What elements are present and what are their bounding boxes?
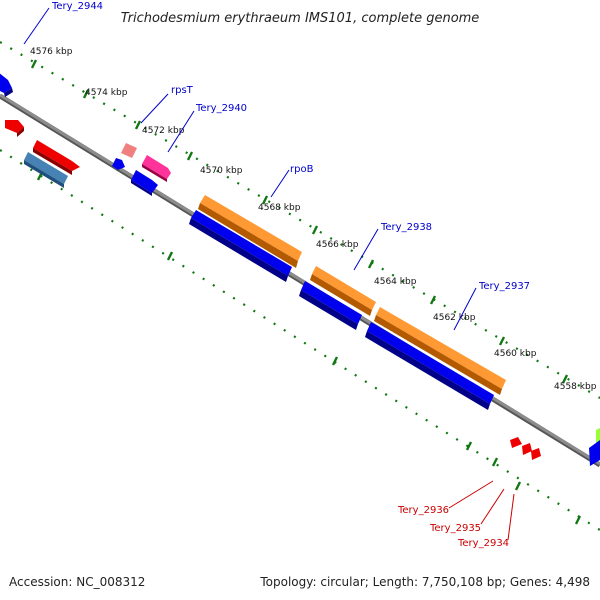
gene-label-tery2934: Tery_2934: [457, 538, 509, 549]
gene-bar-shadow: [299, 290, 358, 330]
leader-line: [140, 93, 169, 124]
gene-arrow: [131, 170, 158, 193]
gene-bar: [200, 195, 302, 261]
gene-block: [24, 152, 68, 184]
tick-label: 4558 kbp: [554, 382, 597, 392]
gene-bar: [191, 210, 292, 276]
gene-bar: [312, 266, 376, 310]
gene-features: [0, 73, 600, 466]
tick-mark: [561, 374, 569, 384]
gene-bar-shadow: [374, 315, 502, 395]
gene-arrow: [522, 443, 532, 455]
gene-label-tery2944: Tery_2944: [51, 1, 103, 12]
map-title: Trichodesmium erythraeum IMS101, complet…: [121, 11, 480, 26]
gene-bar: [376, 307, 506, 389]
tick-mark: [367, 259, 375, 269]
leader-line: [167, 110, 195, 153]
tick-label: 4576 kbp: [30, 47, 73, 57]
gene-arrow-shadow: [33, 148, 72, 175]
gene-bar-shadow: [310, 274, 372, 316]
outer-ruler-dots: [0, 41, 600, 399]
gene-arrow-shadow: [142, 164, 167, 182]
accession-text: Accession: NC_008312: [9, 575, 145, 589]
gene-label-tery2936: Tery_2936: [397, 505, 449, 516]
gene-block-shadow: [24, 160, 64, 188]
tick-mark: [498, 336, 506, 346]
leader-line: [507, 493, 515, 541]
gene-arrow-shadow: [4, 88, 13, 97]
outer-ruler: [0, 41, 600, 399]
gene-arrow: [5, 120, 24, 133]
gene-arrow: [0, 73, 12, 93]
tick-label: 4564 kbp: [374, 277, 417, 287]
tick-label: 4566 kbp: [316, 240, 359, 250]
gene-label-rpsT: rpsT: [171, 85, 194, 96]
gene-arrow: [121, 143, 137, 158]
gene-bar-shadow: [189, 218, 288, 282]
tick-label: 4572 kbp: [142, 126, 185, 136]
tick-label: 4560 kbp: [494, 349, 537, 359]
leader-line: [448, 480, 494, 509]
tick-mark: [82, 89, 90, 99]
tick-mark: [30, 59, 38, 69]
gene-label-tery2938: Tery_2938: [380, 222, 432, 233]
gene-arrow-shadow: [131, 180, 152, 196]
gene-label-tery2935: Tery_2935: [429, 523, 481, 534]
gene-fragment: [589, 440, 600, 466]
tick-mark: [261, 195, 269, 205]
gene-arrow: [510, 437, 522, 448]
tick-mark: [514, 481, 522, 491]
gene-bar: [367, 322, 494, 404]
tick-mark: [186, 151, 194, 161]
gene-label-rpoB: rpoB: [290, 164, 314, 175]
tick-mark: [311, 225, 319, 235]
genome-backbone: [0, 93, 600, 468]
gene-arrow-shadow: [17, 127, 24, 137]
leader-line: [453, 287, 477, 331]
outer-major-ticks: [30, 59, 569, 384]
gene-arrow: [33, 140, 80, 171]
gene-arrow: [531, 448, 541, 460]
gene-label-tery2937: Tery_2937: [478, 281, 530, 292]
gene-bar-shadow: [198, 203, 298, 268]
backbone-line: [0, 93, 600, 466]
leader-line: [480, 488, 505, 525]
gene-bar-shadow: [365, 331, 490, 410]
topology-text: Topology: circular; Length: 7,750,108 bp…: [259, 575, 590, 589]
label-leaders: [23, 7, 515, 541]
tick-label: 4570 kbp: [200, 166, 243, 176]
leader-line: [23, 7, 50, 45]
tick-mark: [331, 356, 339, 366]
leader-line: [270, 169, 290, 198]
tick-label: 4562 kbp: [433, 313, 476, 323]
tick-mark: [429, 295, 437, 305]
tick-label: 4568 kbp: [258, 203, 301, 213]
leader-line: [353, 228, 379, 271]
gene-arrow: [112, 158, 125, 170]
gene-labels: Tery_2944 rpsT Tery_2940 rpoB Tery_2938 …: [51, 1, 530, 549]
tick-mark: [465, 441, 473, 451]
tick-mark: [491, 457, 499, 467]
gene-label-tery2940: Tery_2940: [195, 103, 247, 114]
tick-mark: [134, 120, 142, 130]
tick-mark: [166, 251, 174, 261]
tick-labels: 4576 kbp 4574 kbp 4572 kbp 4570 kbp 4568…: [30, 47, 597, 392]
tick-label: 4574 kbp: [85, 88, 128, 98]
inner-major-ticks: [36, 171, 582, 525]
gene-bar: [301, 281, 362, 324]
gene-arrow: [142, 155, 171, 179]
tick-mark: [574, 515, 582, 525]
